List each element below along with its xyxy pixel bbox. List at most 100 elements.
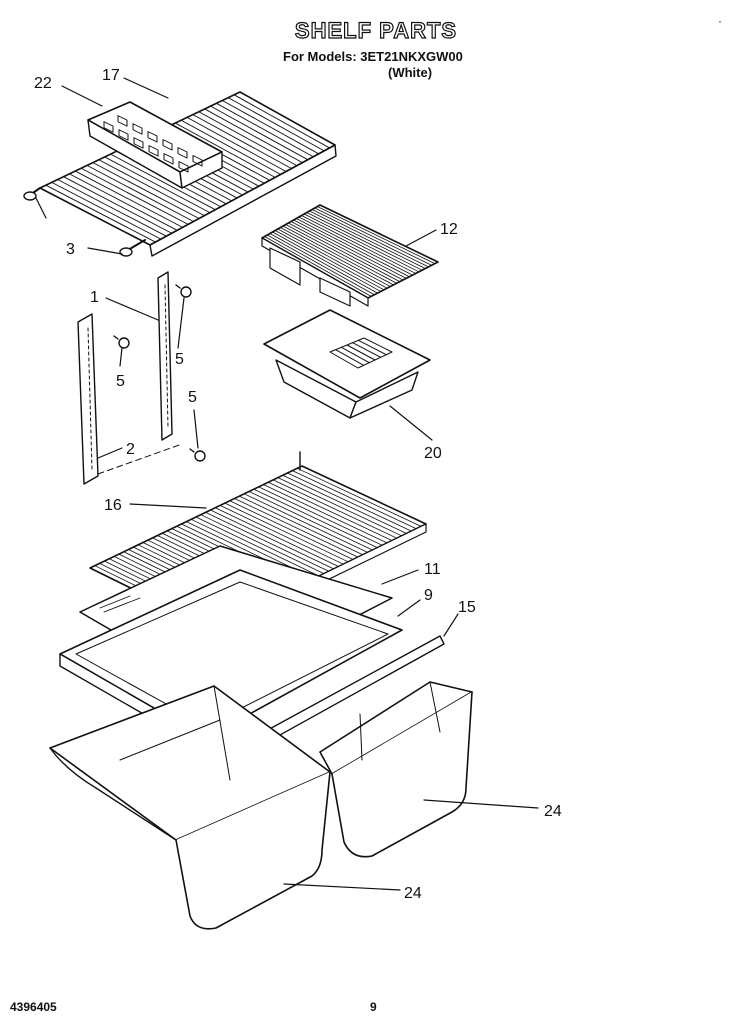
wire (282, 225, 394, 286)
callout-5-left: 5 (116, 373, 125, 390)
wire (233, 94, 331, 149)
wire (243, 493, 369, 553)
wire (110, 153, 216, 211)
part-number: 4396405 (10, 1000, 57, 1014)
wire (340, 346, 370, 364)
wire (68, 173, 178, 231)
wire (282, 474, 407, 534)
wire (51, 181, 162, 240)
wire (195, 516, 320, 577)
wire (298, 216, 413, 276)
callout-5-bottom: 5 (188, 389, 197, 406)
wire (216, 102, 314, 158)
wire (86, 164, 194, 222)
callout-20: 20 (424, 445, 442, 462)
wire (266, 234, 375, 296)
callout-24-right: 24 (544, 803, 562, 820)
wire (272, 231, 382, 292)
wire (346, 344, 376, 361)
wire (274, 230, 385, 291)
page-title: SHELF PARTS (294, 17, 458, 43)
wire (174, 122, 276, 178)
callout-3: 3 (66, 241, 75, 258)
wire (221, 100, 320, 155)
wire (295, 218, 410, 278)
wire (210, 509, 334, 570)
egg-tray (87, 101, 223, 189)
wire (357, 339, 387, 356)
callout-1: 1 (90, 289, 99, 306)
tray-cup (178, 161, 189, 173)
wire (263, 484, 388, 544)
wire (277, 228, 388, 289)
wire (269, 233, 378, 294)
wire (198, 111, 298, 167)
wire (335, 349, 365, 366)
small-wire-shelf (261, 204, 439, 307)
wire (80, 167, 189, 225)
tray-cup (103, 121, 114, 133)
tray-cup (117, 115, 128, 127)
callouts: 22 17 3 1 5 5 5 2 12 20 16 11 9 15 24 24 (34, 67, 562, 902)
corner-mark: · (718, 14, 722, 28)
wire (290, 221, 404, 281)
screw-left (113, 335, 130, 349)
wire (293, 219, 407, 279)
wire (314, 207, 433, 266)
wire (267, 481, 393, 541)
tray-cup (132, 123, 143, 135)
wire (287, 222, 401, 283)
wire (205, 511, 330, 572)
wire (214, 507, 339, 567)
wire (277, 477, 403, 537)
callout-22: 22 (34, 75, 52, 92)
crisper-drawer-left (49, 685, 331, 930)
wire (192, 114, 292, 169)
callout-9: 9 (424, 587, 433, 604)
callout-24-left: 24 (404, 885, 422, 902)
screw-bottom-right (189, 448, 206, 462)
wire (303, 213, 420, 273)
callout-17: 17 (102, 67, 120, 84)
wire (272, 479, 398, 539)
wire (296, 467, 422, 527)
wire (180, 119, 282, 175)
wire (200, 514, 325, 575)
page-number: 9 (370, 1000, 377, 1014)
wire (229, 500, 354, 560)
callout-12: 12 (440, 221, 458, 238)
wire (234, 498, 359, 558)
wire (104, 156, 211, 214)
tray-cup (147, 131, 158, 143)
wire (352, 342, 382, 358)
callout-5-right: 5 (175, 351, 184, 368)
callout-16: 16 (104, 497, 122, 514)
leader-lines (35, 77, 539, 891)
wire (301, 215, 417, 274)
wire (258, 486, 383, 546)
callout-11: 11 (424, 561, 441, 578)
wire (45, 184, 156, 243)
tray-cup (177, 147, 188, 159)
wire (238, 495, 364, 556)
wire (92, 162, 200, 219)
wire (204, 108, 303, 164)
wire (309, 210, 426, 269)
wire (224, 502, 349, 563)
tray-cup (148, 145, 159, 157)
tray-cup (163, 153, 174, 165)
tray-cup (118, 129, 129, 141)
wire (210, 105, 309, 161)
support-alignment-line (97, 443, 183, 475)
shelf-support-right (157, 271, 173, 441)
wire (186, 116, 287, 172)
wire (287, 472, 412, 532)
shelf-support-left (77, 313, 99, 485)
wire (219, 505, 344, 565)
tray-cup (192, 155, 203, 167)
wire (311, 209, 429, 268)
wire (227, 97, 325, 152)
wire (74, 170, 184, 228)
wire (63, 176, 173, 234)
